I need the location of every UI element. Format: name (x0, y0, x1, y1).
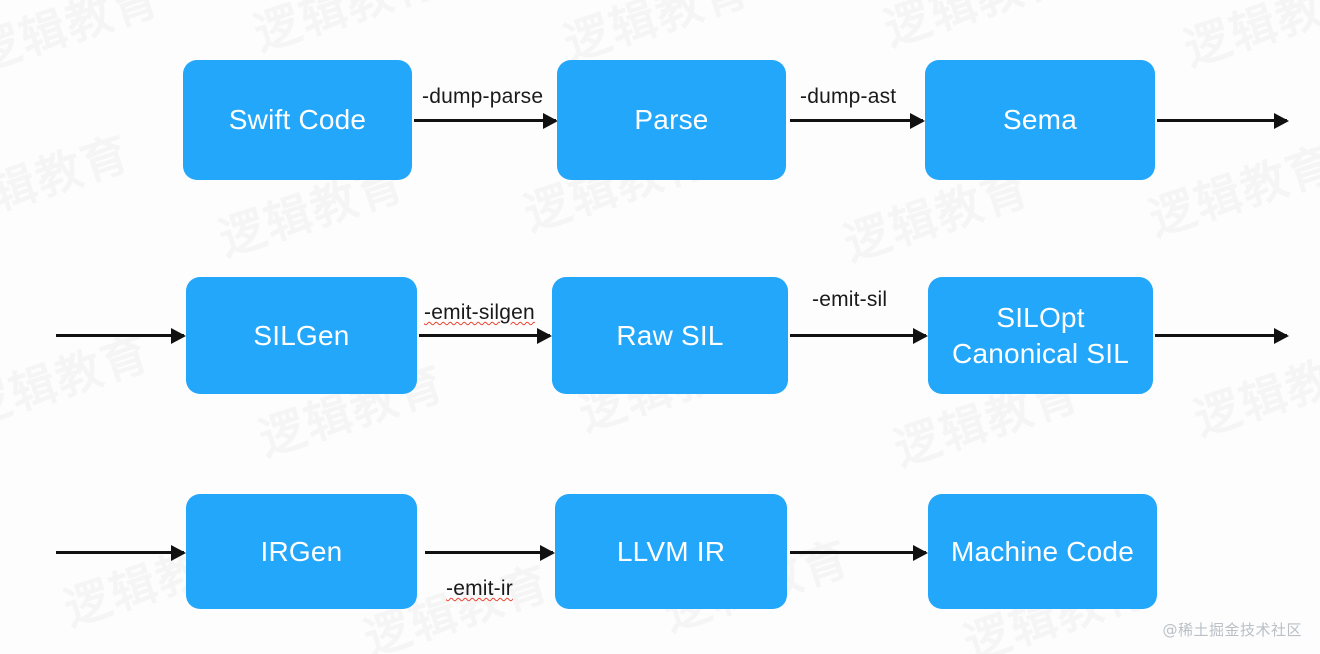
corner-credit-watermark: @稀土掘金技术社区 (1162, 621, 1302, 639)
edge-label-dump-parse: -dump-parse (422, 85, 544, 108)
node-machine-code[interactable]: Machine Code (928, 494, 1157, 609)
edge-sema-to-next-row (1157, 119, 1287, 122)
node-label: Machine Code (951, 535, 1134, 567)
edge-silopt-to-next-row (1155, 334, 1287, 337)
edge-irgen-to-llvm-ir (425, 551, 553, 554)
node-label: Sema (1003, 104, 1077, 136)
node-label: LLVM IR (616, 535, 726, 567)
watermark-tile: 逻辑教育 (0, 0, 167, 82)
watermark-tile: 逻辑教育 (1177, 0, 1320, 77)
edge-llvm-ir-to-machine-code (790, 551, 926, 554)
node-silopt-canonical-sil[interactable]: SILOpt Canonical SIL (928, 277, 1153, 394)
node-label: Swift Code (228, 104, 367, 136)
edge-label-emit-sil: -emit-sil (812, 288, 888, 311)
node-swift-code[interactable]: Swift Code (183, 60, 412, 180)
edge-raw-sil-to-silopt (790, 334, 926, 337)
node-label: SILGen (253, 319, 350, 351)
watermark-tile: 逻辑教育 (1187, 335, 1320, 447)
edge-silgen-to-raw-sil (419, 334, 550, 337)
edge-label-emit-ir: -emit-ir (446, 577, 513, 600)
node-sema[interactable]: Sema (925, 60, 1155, 180)
node-label-line2: Canonical SIL (952, 337, 1129, 369)
edge-label-emit-silgen: -emit-silgen (424, 301, 535, 324)
node-silgen[interactable]: SILGen (186, 277, 417, 394)
edge-into-silgen (56, 334, 184, 337)
node-label: Raw SIL (616, 319, 724, 351)
node-label: Parse (634, 104, 709, 136)
node-irgen[interactable]: IRGen (186, 494, 417, 609)
node-raw-sil[interactable]: Raw SIL (552, 277, 788, 394)
edge-label-dump-ast: -dump-ast (800, 85, 897, 108)
node-llvm-ir[interactable]: LLVM IR (555, 494, 787, 609)
node-parse[interactable]: Parse (557, 60, 786, 180)
edge-swift-code-to-parse (414, 119, 556, 122)
watermark-tile: 逻辑教育 (0, 125, 137, 237)
watermark-tile: 逻辑教育 (1142, 135, 1320, 247)
watermark-tile: 逻辑教育 (877, 0, 1077, 57)
node-label: IRGen (260, 535, 343, 567)
node-label-line1: SILOpt (996, 301, 1085, 333)
node-label: SILOpt Canonical SIL (952, 300, 1129, 372)
edge-parse-to-sema (790, 119, 923, 122)
edge-into-irgen (56, 551, 184, 554)
watermark-tile: 逻辑教育 (247, 0, 447, 62)
